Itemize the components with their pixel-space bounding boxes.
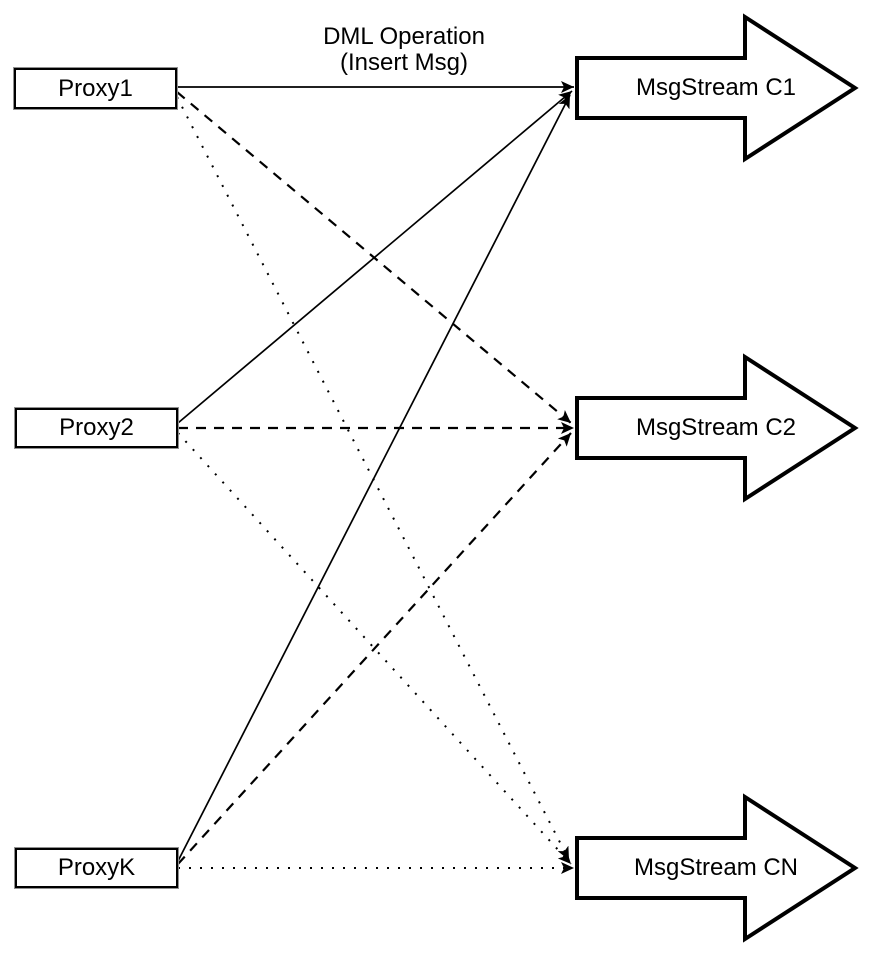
edge-proxyk-c1 bbox=[177, 94, 571, 862]
node-proxy2-label: Proxy2 bbox=[59, 414, 134, 441]
node-proxy1-label: Proxy1 bbox=[58, 74, 133, 102]
node-proxy1: Proxy1 bbox=[14, 68, 177, 109]
node-proxyk-label: ProxyK bbox=[57, 854, 136, 881]
node-proxyk: ProxyK bbox=[15, 848, 178, 888]
dml-operation-label-line2: (Insert Msg) bbox=[339, 49, 468, 76]
dml-operation-label: DML Operation (Insert Msg) bbox=[294, 24, 514, 76]
block-arrow-msgstream-cn bbox=[575, 793, 859, 943]
node-proxy2: Proxy2 bbox=[15, 408, 178, 448]
block-arrow-msgstream-c1 bbox=[575, 13, 859, 163]
block-arrow-msgstream-c2 bbox=[575, 353, 859, 503]
edge-proxy1-c2 bbox=[176, 91, 572, 424]
edge-proxyk-c2 bbox=[177, 432, 572, 865]
dml-operation-label-line1: DML Operation bbox=[323, 23, 485, 50]
